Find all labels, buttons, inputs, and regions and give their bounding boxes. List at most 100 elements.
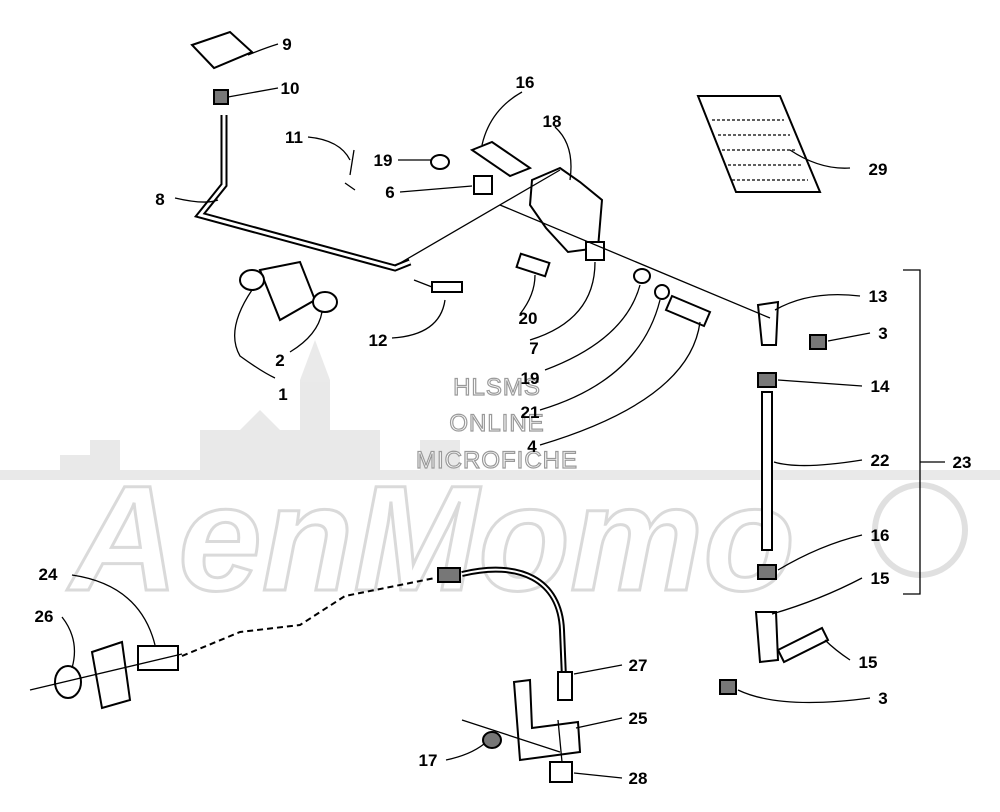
leader-17 <box>445 743 485 761</box>
decal-sheet <box>696 95 822 193</box>
knob <box>190 30 254 70</box>
callout-7: 9 <box>282 35 291 54</box>
callout-4: 4 <box>527 437 537 456</box>
callout-2: 2 <box>275 351 284 370</box>
callout-29: 29 <box>869 160 888 179</box>
callout-23: 23 <box>953 453 972 472</box>
callout-8: 10 <box>281 79 300 98</box>
watermark-logo: AenMomo <box>66 454 795 622</box>
leader-25 <box>575 717 623 729</box>
callout-20: 20 <box>519 309 538 328</box>
callout-15: 15 <box>859 653 878 672</box>
watermark-line-1: HLSMS <box>453 374 541 401</box>
leader-lines <box>61 43 945 779</box>
leader-29 <box>789 149 851 169</box>
callout-17: 17 <box>419 751 438 770</box>
leader-20 <box>519 274 536 315</box>
rod-end-14 <box>754 611 780 664</box>
leader-16 <box>481 91 523 146</box>
callout-6: 8 <box>155 190 164 209</box>
bushing-2b <box>312 291 338 313</box>
callout-3-top: 3 <box>878 324 887 343</box>
pivot-plate <box>258 260 317 322</box>
nut-3-bottom <box>719 679 737 695</box>
callout-19b: 19 <box>521 369 540 388</box>
leader-14 <box>771 577 863 615</box>
threaded-rod-22 <box>761 391 773 551</box>
leader-12 <box>391 299 446 339</box>
callout-27: 27 <box>629 656 648 675</box>
callout-28: 28 <box>629 769 648 788</box>
centerline-bracket <box>499 204 771 319</box>
lever-rod-inner <box>197 115 411 270</box>
leader-3-top <box>827 332 871 342</box>
nut-8 <box>213 89 229 105</box>
washer-19b <box>633 268 651 284</box>
watermark-background: AenMomo <box>0 340 1000 624</box>
callout-16: 16 <box>516 73 535 92</box>
leader-15 <box>824 639 851 661</box>
washer-19a <box>430 154 450 170</box>
leader-28 <box>573 772 623 779</box>
cotter-pin-9 <box>344 149 356 191</box>
callout-3-bottom: 3 <box>878 689 887 708</box>
bolt-15 <box>776 626 830 664</box>
rod-end-10 <box>756 300 780 346</box>
leader-1 <box>234 289 276 379</box>
callout-11: 14 <box>871 377 890 396</box>
leader-18 <box>554 126 572 181</box>
nut-17 <box>482 731 502 749</box>
leader-2 <box>289 311 323 353</box>
leader-10 <box>774 293 861 311</box>
callout-25: 25 <box>629 709 648 728</box>
centerline-pin <box>413 279 433 288</box>
bushing-2a <box>239 269 265 291</box>
callout-10: 13 <box>869 287 888 306</box>
shift-lever-assembly <box>190 30 463 322</box>
leader-11 <box>777 379 863 387</box>
callout-5a: 6 <box>385 183 394 202</box>
centerline-bracket-25 <box>461 719 563 763</box>
grommet-26 <box>54 665 82 699</box>
callouts: 9 10 11 8 19 6 16 18 29 1 2 12 20 7 19 2… <box>35 35 972 788</box>
connector <box>437 567 461 583</box>
callout-12: 12 <box>369 331 388 350</box>
nut-3-top <box>809 334 827 350</box>
leader-27 <box>573 664 623 675</box>
decal-text-lines <box>712 119 808 181</box>
bracket-assembly <box>430 140 712 328</box>
leader-3-bottom <box>737 689 871 704</box>
watermark-line-3: MICROFICHE <box>416 447 578 474</box>
callout-22: 22 <box>871 451 890 470</box>
linkage-assembly <box>719 269 921 695</box>
switch-24 <box>137 645 179 671</box>
bracket-23 <box>903 269 921 595</box>
wire-harness <box>181 577 436 657</box>
clevis-pin-12 <box>431 281 463 293</box>
callout-21: 21 <box>521 403 540 422</box>
nut-13 <box>757 564 777 580</box>
centerline-main <box>394 169 561 267</box>
callout-14: 15 <box>871 569 890 588</box>
callout-24: 24 <box>39 565 58 584</box>
leader-22 <box>773 459 863 467</box>
leader-24 <box>71 574 156 646</box>
callout-18: 18 <box>543 112 562 131</box>
callout-9: 11 <box>285 128 303 147</box>
leader-21 <box>539 299 661 411</box>
watermark-line-2: ONLINE <box>449 410 544 437</box>
watermark-text: HLSMS ONLINE MICROFICHE <box>415 373 578 474</box>
centerline-switch <box>29 653 183 691</box>
leader-4 <box>539 321 701 446</box>
leader-26 <box>61 616 76 669</box>
callout-13: 16 <box>871 526 890 545</box>
bracket-25 <box>512 678 582 762</box>
lock-washer-21 <box>654 284 670 300</box>
leader-6 <box>174 197 219 203</box>
mount-plate <box>90 640 132 710</box>
callout-19a: 19 <box>374 151 393 170</box>
bushing-28 <box>549 761 573 783</box>
bolt-16 <box>469 140 533 178</box>
cable-inner <box>461 568 565 679</box>
